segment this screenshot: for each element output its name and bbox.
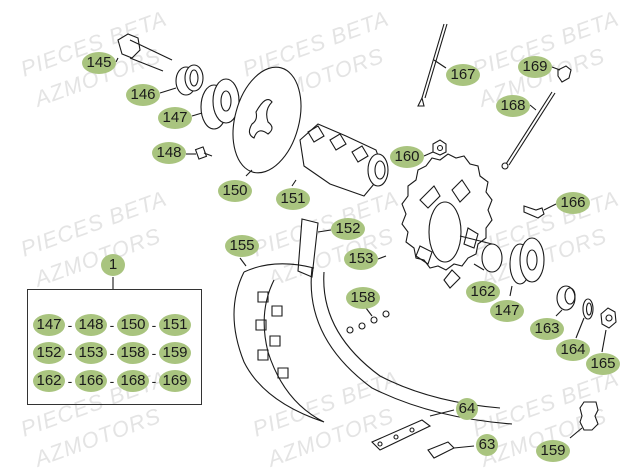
callout-145[interactable]: 145 (82, 52, 116, 74)
wheel-hub-part-icon (291, 123, 389, 197)
callout-146[interactable]: 146 (126, 84, 160, 106)
nut-part-icon (600, 307, 617, 353)
callout-150[interactable]: 150 (218, 180, 252, 202)
kit-row: 162 - 166 - 168 - 169 (33, 370, 191, 392)
bolt-part-icon (186, 146, 213, 160)
kit-separator: - (151, 317, 157, 333)
kit-item-147[interactable]: 147 (33, 314, 65, 336)
callout-162[interactable]: 162 (466, 281, 500, 303)
kit-item-166[interactable]: 166 (75, 370, 107, 392)
chain-part-icon (371, 409, 455, 451)
kit-separator: - (67, 373, 73, 389)
spoke-nipple-part-icon (551, 65, 572, 83)
callout-151[interactable]: 151 (276, 188, 310, 210)
callout-165[interactable]: 165 (586, 353, 620, 375)
kit-separator: - (109, 317, 115, 333)
kit-item-153[interactable]: 153 (75, 342, 107, 364)
callout-155[interactable]: 155 (225, 235, 259, 257)
kit-row: 152 - 153 - 158 - 159 (33, 342, 191, 364)
callout-147[interactable]: 147 (490, 300, 524, 322)
callout-163[interactable]: 163 (530, 318, 564, 340)
kit-separator: - (151, 345, 157, 361)
axle-part-icon (115, 33, 173, 72)
callout-63[interactable]: 63 (476, 434, 498, 456)
kit-item-159[interactable]: 159 (159, 342, 191, 364)
callout-159[interactable]: 159 (536, 440, 570, 462)
spoke-part-icon (501, 91, 556, 170)
callout-169[interactable]: 169 (518, 56, 552, 78)
kit-item-158[interactable]: 158 (117, 342, 149, 364)
bearing-part-icon (509, 237, 545, 297)
rim-strip-part-icon (297, 218, 332, 278)
valve-part-icon (569, 401, 599, 439)
callout-158[interactable]: 158 (346, 287, 380, 309)
brake-disc-part-icon (232, 66, 302, 177)
callout-166[interactable]: 166 (556, 192, 590, 214)
kit-separator: - (109, 373, 115, 389)
kit-item-168[interactable]: 168 (117, 370, 149, 392)
kit-row: 147 - 148 - 150 - 151 (33, 314, 191, 336)
kit-item-151[interactable]: 151 (159, 314, 191, 336)
callout-168[interactable]: 168 (496, 95, 530, 117)
callout-153[interactable]: 153 (344, 248, 378, 270)
kit-separator: - (67, 317, 73, 333)
kit-separator: - (151, 373, 157, 389)
nut-part-icon (423, 139, 447, 157)
tire-part-icon (233, 257, 325, 423)
bolt-part-icon (523, 203, 557, 219)
callout-160[interactable]: 160 (390, 146, 424, 168)
kit-separator: - (109, 345, 115, 361)
callout-1-kit[interactable]: 1 (101, 254, 125, 276)
chain-link-part-icon (427, 441, 475, 459)
sprocket-part-icon (377, 153, 493, 289)
callout-152[interactable]: 152 (331, 218, 365, 240)
kit-separator: - (67, 345, 73, 361)
callout-167[interactable]: 167 (446, 64, 480, 86)
callout-147[interactable]: 147 (158, 107, 192, 129)
kit-item-150[interactable]: 150 (117, 314, 149, 336)
kit-item-162[interactable]: 162 (33, 370, 65, 392)
spoke-part-icon (417, 23, 448, 107)
spacer-part-icon (159, 64, 204, 96)
spacer-part-icon (555, 285, 576, 317)
kit-contents-box: 147 - 148 - 150 - 151 152 - 153 - 158 - … (27, 289, 202, 405)
kit-item-169[interactable]: 169 (159, 370, 191, 392)
kit-item-148[interactable]: 148 (75, 314, 107, 336)
kit-item-152[interactable]: 152 (33, 342, 65, 364)
spacer-part-icon (459, 235, 503, 273)
callout-64[interactable]: 64 (456, 398, 478, 420)
washer-part-icon (575, 298, 594, 339)
callout-164[interactable]: 164 (556, 339, 590, 361)
callout-148[interactable]: 148 (152, 142, 186, 164)
bearing-part-icon (191, 78, 240, 130)
